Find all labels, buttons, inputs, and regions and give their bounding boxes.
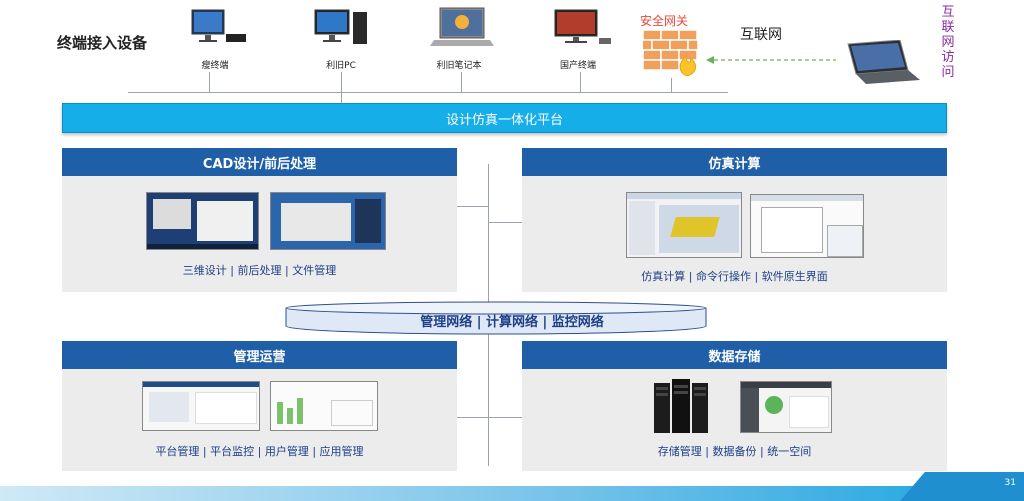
sim-panel: 仿真计算 仿真计算 | 命令行操作 | 软件原生界面 — [522, 148, 947, 292]
internet-access-label: 互联网访问 — [941, 5, 955, 80]
security-gateway-label: 安全网关 — [640, 14, 689, 28]
cad-panel-caption: 三维设计 | 前后处理 | 文件管理 — [182, 264, 337, 277]
sim-panel-caption: 仿真计算 | 命令行操作 | 软件原生界面 — [641, 270, 828, 283]
firewall-icon — [633, 29, 699, 77]
connector-firewall — [671, 78, 672, 92]
connector-laptop — [461, 72, 462, 92]
connector-platform — [341, 92, 342, 103]
sim-screenshot-2 — [750, 194, 864, 258]
footer-band — [0, 486, 1024, 501]
platform-bar: 设计仿真一体化平台 — [62, 103, 947, 133]
footer-slant — [900, 472, 1024, 501]
thin-client-icon — [190, 8, 250, 48]
page-number: 31 — [1004, 478, 1016, 488]
internet-label: 互联网 — [740, 27, 782, 43]
network-label: 管理网络 | 计算网络 | 监控网络 — [420, 315, 604, 330]
device-label-legacy-pc: 利旧PC — [326, 61, 356, 71]
internet-arrow — [706, 50, 838, 64]
storage-panel-caption: 存储管理 | 数据备份 | 统一空间 — [657, 445, 812, 458]
device-bus-line — [128, 92, 728, 93]
storage-screenshot — [740, 381, 832, 433]
ops-screenshot-2 — [270, 381, 378, 431]
connector-domestic — [580, 72, 581, 92]
network-cylinder — [284, 300, 708, 336]
ops-panel-title: 管理运营 — [62, 341, 457, 369]
device-label-domestic-terminal: 国产终端 — [559, 61, 596, 71]
ops-screenshot-1 — [142, 381, 260, 431]
access-devices-title: 终端接入设备 — [57, 34, 148, 52]
desktop-pc-icon — [313, 6, 373, 48]
sim-screenshot-1 — [626, 192, 742, 258]
storage-panel: 数据存储 存储管理 | 数据备份 | 统一空间 — [522, 341, 947, 471]
cad-screenshot-2 — [270, 192, 386, 250]
ops-panel: 管理运营 平台管理 | 平台监控 | 用户管理 | 应用管理 — [62, 341, 457, 471]
sim-panel-title: 仿真计算 — [522, 148, 947, 176]
ops-panel-caption: 平台管理 | 平台监控 | 用户管理 | 应用管理 — [155, 445, 364, 458]
cad-screenshot-1 — [146, 192, 259, 250]
platform-title: 设计仿真一体化平台 — [445, 112, 563, 128]
connector-thin-client — [209, 72, 210, 92]
device-label-thin-client: 瘦终端 — [201, 61, 229, 71]
cad-panel-title: CAD设计/前后处理 — [62, 148, 457, 176]
cad-panel: CAD设计/前后处理 三维设计 | 前后处理 | 文件管理 — [62, 148, 457, 292]
laptop-icon — [430, 6, 494, 48]
domestic-terminal-icon — [553, 8, 613, 48]
server-rack-icon — [652, 377, 712, 435]
storage-panel-title: 数据存储 — [522, 341, 947, 369]
connector-pc — [341, 72, 342, 92]
tablet-icon — [842, 39, 922, 85]
device-label-legacy-laptop: 利旧笔记本 — [436, 61, 482, 71]
